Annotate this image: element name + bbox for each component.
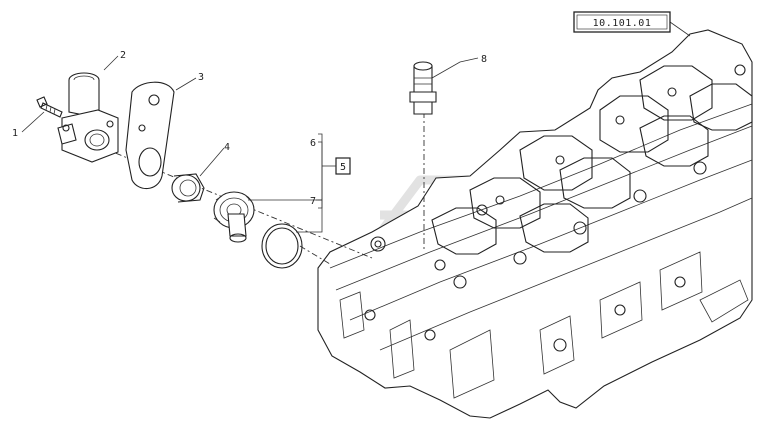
part-8-fitting <box>409 61 437 115</box>
svg-text:5: 5 <box>340 162 346 173</box>
callout-7: 7 <box>310 196 316 207</box>
svg-text:4: 4 <box>224 142 230 153</box>
svg-text:7: 7 <box>310 196 316 207</box>
part-4-seal-ring <box>171 173 205 203</box>
callout-3: 3 <box>198 72 204 83</box>
part-6-thermostat <box>213 191 255 243</box>
callout-6: 6 <box>310 138 316 149</box>
callout-1: 1 <box>12 128 18 139</box>
callout-4: 4 <box>224 142 230 153</box>
svg-text:3: 3 <box>198 72 204 83</box>
svg-text:6: 6 <box>310 138 316 149</box>
svg-text:2: 2 <box>120 50 126 61</box>
part-7-o-ring <box>261 223 303 269</box>
svg-text:1: 1 <box>12 128 18 139</box>
reference-label-box: 10.101.01 <box>573 11 671 33</box>
assembly-centerlines <box>63 112 425 265</box>
part-3-gasket <box>125 81 175 190</box>
part-1-bolt <box>36 96 63 118</box>
callout-5: 5 <box>322 157 351 175</box>
callout-bracket <box>318 133 323 209</box>
callout-8: 8 <box>481 54 487 65</box>
cylinder-head <box>317 29 753 419</box>
svg-text:8: 8 <box>481 54 487 65</box>
part-2-thermostat-housing <box>57 72 119 163</box>
callout-2: 2 <box>120 50 126 61</box>
reference-label: 10.101.01 <box>593 18 652 29</box>
